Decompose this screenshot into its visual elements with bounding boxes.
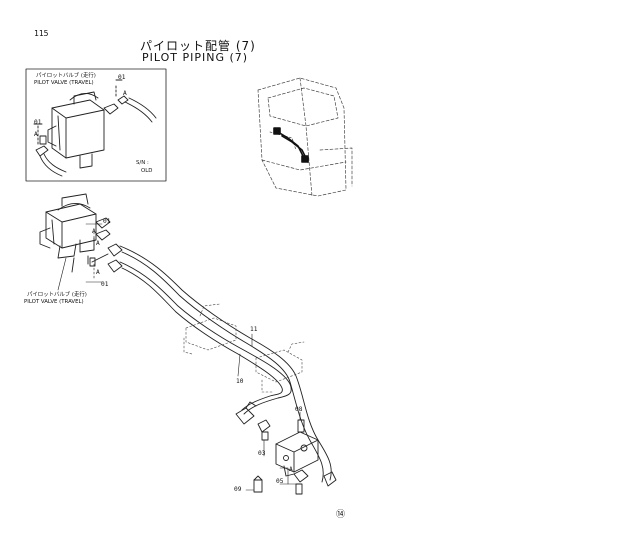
inset-letter-a: A <box>34 131 38 138</box>
letter-a: A <box>92 228 96 235</box>
callout-11: 11 <box>250 326 258 333</box>
inset-sn-value: OLD <box>141 168 153 174</box>
shuttle-valve-08 <box>275 411 319 477</box>
machine-piping-highlight <box>273 127 309 163</box>
callout-01-top: 01 <box>103 218 111 225</box>
inset-pilot-valve <box>47 91 105 169</box>
pilot-valve-leaders <box>57 223 103 291</box>
callout-01-bottom: 01 <box>101 281 109 288</box>
callout-10: 10 <box>236 378 244 385</box>
callout-08: 08 <box>295 406 303 413</box>
lower-elbow-fitting <box>235 401 257 425</box>
inset-callout-01-left: 01 <box>34 119 42 126</box>
connector-03 <box>257 419 271 457</box>
inset-frame <box>25 68 167 182</box>
callout-09: 09 <box>234 486 242 493</box>
letter-a: A <box>96 269 100 276</box>
callout-03: 03 <box>258 450 266 457</box>
inset-callout-01-top: 01 <box>118 74 126 81</box>
inset-label-jp: パイロットバルブ (走行) <box>36 73 96 79</box>
inset-letter-a: A <box>123 90 127 97</box>
callout-05: 05 <box>276 478 284 485</box>
footer-mark: ⑭ <box>336 510 346 520</box>
hose-10 <box>119 261 292 415</box>
letter-a: A <box>289 466 293 473</box>
machine-cab-sketch <box>257 77 353 197</box>
inset-label-en: PILOT VALVE (TRAVEL) <box>34 80 94 86</box>
title-english: PILOT PIPING (7) <box>142 51 249 64</box>
inset-sn-label: S/N : <box>136 160 149 166</box>
letter-a: A <box>96 240 100 247</box>
plug-09 <box>245 475 263 493</box>
title-japanese: パイロット配管 (7) <box>140 39 256 53</box>
page-number: 115 <box>34 29 49 38</box>
hose-leaders <box>237 333 253 377</box>
pilot-valve-label-jp: パイロットバルブ (走行) <box>27 292 87 298</box>
inset-fittings <box>33 79 157 177</box>
pilot-valve <box>39 193 111 273</box>
mounting-brackets <box>183 303 305 393</box>
pilot-valve-label-en: PILOT VALVE (TRAVEL) <box>24 299 84 305</box>
valve-fittings <box>89 243 123 273</box>
fittings-05 <box>279 467 337 495</box>
